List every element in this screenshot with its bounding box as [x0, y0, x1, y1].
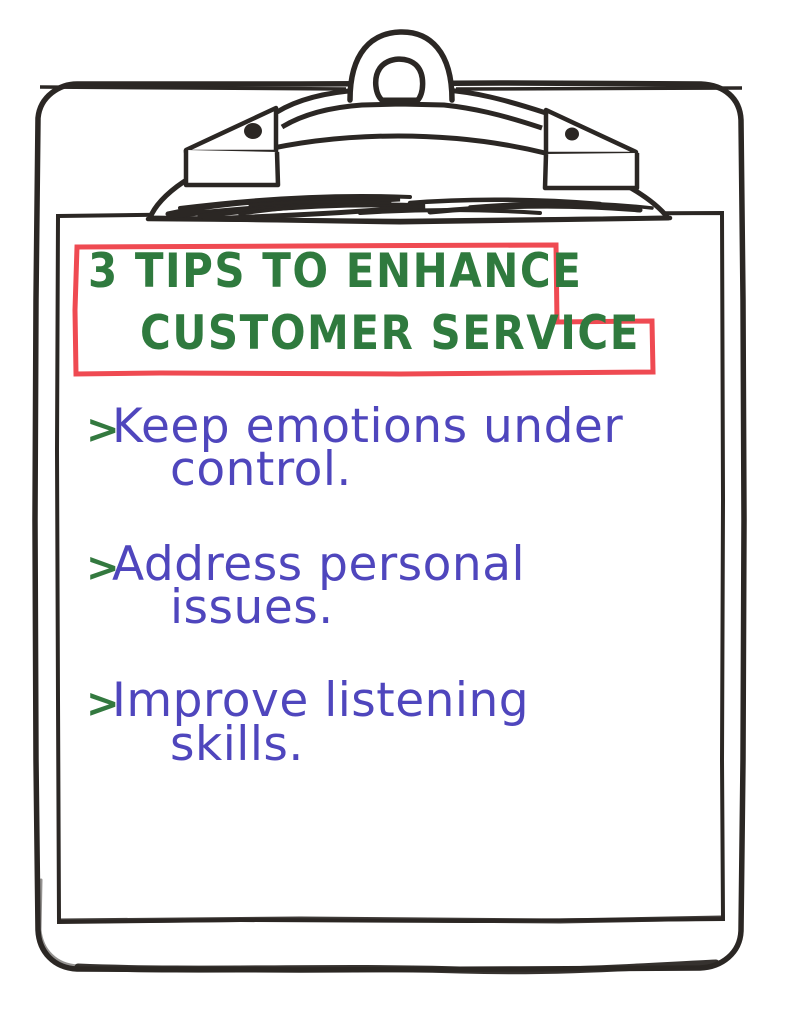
clip-handle-loop — [373, 56, 426, 104]
title-border-box — [72, 242, 656, 377]
clip-rivet-right — [565, 127, 579, 141]
clip-rivet-left — [244, 123, 262, 139]
clipboard-clip — [39, 29, 743, 225]
clip-shading-scribble — [165, 194, 654, 222]
